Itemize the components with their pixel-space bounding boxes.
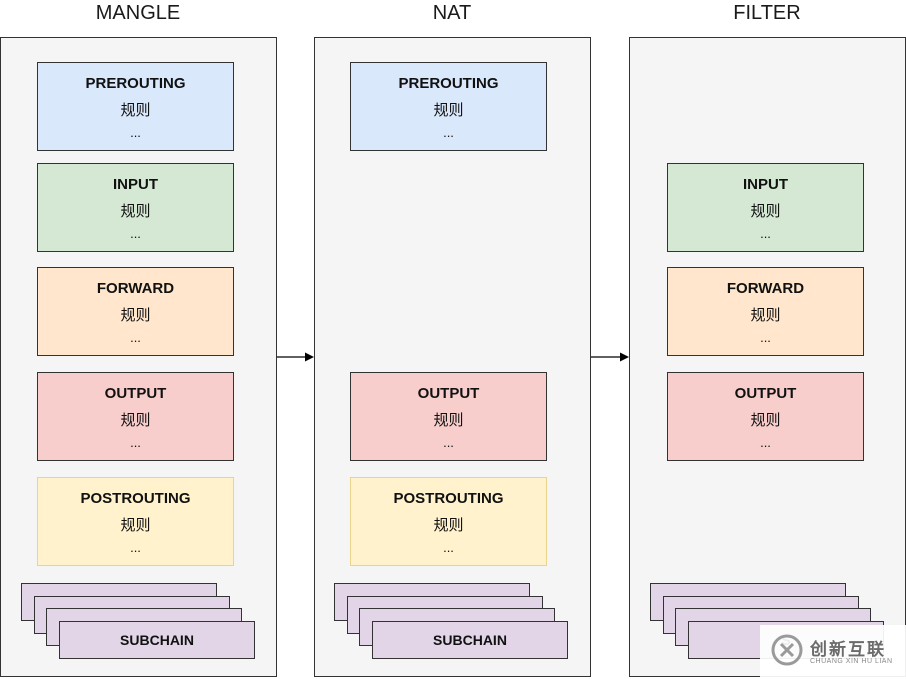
table-title-mangle: MANGLE xyxy=(95,2,181,24)
chain-rule: 规则 xyxy=(120,517,151,534)
mangle-to-nat-arrowhead xyxy=(305,352,314,362)
mangle-subchain-card-front: SUBCHAIN xyxy=(59,621,255,659)
chain-rule: 规则 xyxy=(750,412,781,429)
watermark: 创新互联 CHUANG XIN HU LIAN xyxy=(760,625,906,679)
chain-rule: 规则 xyxy=(433,517,464,534)
chain-ellipsis: ... xyxy=(130,330,141,345)
chain-ellipsis: ... xyxy=(443,540,454,555)
chain-ellipsis: ... xyxy=(130,226,141,241)
chain-rule: 规则 xyxy=(120,203,151,220)
subchain-label: SUBCHAIN xyxy=(433,632,507,648)
mangle-prerouting-chain: PREROUTING 规则 ... xyxy=(37,62,234,151)
chain-name: INPUT xyxy=(743,176,788,193)
chain-name: POSTROUTING xyxy=(393,490,504,507)
chain-rule: 规则 xyxy=(433,412,464,429)
chain-rule: 规则 xyxy=(433,102,464,119)
filter-output-chain: OUTPUT 规则 ... xyxy=(667,372,864,461)
chain-ellipsis: ... xyxy=(760,226,771,241)
chain-rule: 规则 xyxy=(120,102,151,119)
watermark-text-en: CHUANG XIN HU LIAN xyxy=(810,658,893,665)
chain-name: OUTPUT xyxy=(417,385,480,402)
filter-forward-chain: FORWARD 规则 ... xyxy=(667,267,864,356)
watermark-logo-icon xyxy=(771,634,803,666)
chain-name: OUTPUT xyxy=(104,385,167,402)
filter-table-panel xyxy=(629,37,906,677)
nat-postrouting-chain: POSTROUTING 规则 ... xyxy=(350,477,547,566)
chain-name: PREROUTING xyxy=(85,75,186,92)
chain-name: FORWARD xyxy=(96,280,175,297)
subchain-label: SUBCHAIN xyxy=(120,632,194,648)
mangle-input-chain: INPUT 规则 ... xyxy=(37,163,234,252)
chain-ellipsis: ... xyxy=(130,540,141,555)
chain-name: POSTROUTING xyxy=(80,490,191,507)
chain-ellipsis: ... xyxy=(443,435,454,450)
chain-name: INPUT xyxy=(113,176,158,193)
nat-subchain-card-front: SUBCHAIN xyxy=(372,621,568,659)
mangle-output-chain: OUTPUT 规则 ... xyxy=(37,372,234,461)
table-title-nat: NAT xyxy=(432,2,472,24)
chain-ellipsis: ... xyxy=(130,125,141,140)
mangle-postrouting-chain: POSTROUTING 规则 ... xyxy=(37,477,234,566)
mangle-forward-chain: FORWARD 规则 ... xyxy=(37,267,234,356)
table-title-filter: FILTER xyxy=(733,2,801,24)
nat-to-filter-arrowhead xyxy=(620,352,629,362)
watermark-text-cn: 创新互联 xyxy=(810,640,886,659)
chain-rule: 规则 xyxy=(120,307,151,324)
chain-rule: 规则 xyxy=(750,307,781,324)
chain-name: PREROUTING xyxy=(398,75,499,92)
nat-prerouting-chain: PREROUTING 规则 ... xyxy=(350,62,547,151)
chain-rule: 规则 xyxy=(120,412,151,429)
chain-name: FORWARD xyxy=(726,280,805,297)
chain-name: OUTPUT xyxy=(734,385,797,402)
nat-output-chain: OUTPUT 规则 ... xyxy=(350,372,547,461)
chain-ellipsis: ... xyxy=(760,330,771,345)
chain-rule: 规则 xyxy=(750,203,781,220)
chain-ellipsis: ... xyxy=(760,435,771,450)
chain-ellipsis: ... xyxy=(443,125,454,140)
chain-ellipsis: ... xyxy=(130,435,141,450)
filter-input-chain: INPUT 规则 ... xyxy=(667,163,864,252)
